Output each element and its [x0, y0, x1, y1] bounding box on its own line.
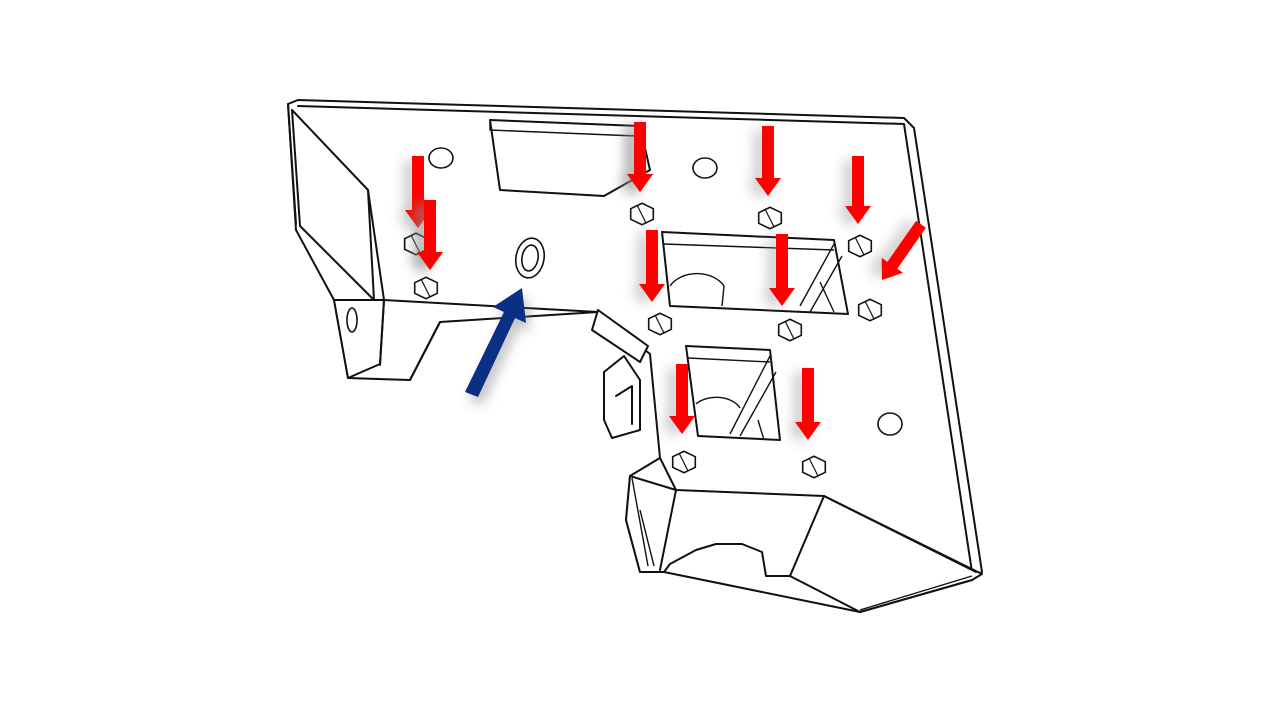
hex-nut-icon	[671, 450, 697, 474]
hex-nuts	[403, 202, 883, 479]
red-arrow-icon	[787, 368, 821, 444]
lower-side-tab	[603, 355, 641, 439]
round-hole	[428, 147, 454, 169]
red-arrow-icon	[761, 234, 795, 310]
red-arrow-icon	[872, 219, 926, 280]
hex-nut-icon	[857, 298, 883, 322]
red-arrow-icon	[631, 230, 665, 306]
rib	[591, 309, 649, 363]
hex-nut-icon	[629, 202, 655, 226]
round-hole	[877, 412, 903, 436]
round-hole	[692, 157, 718, 179]
red-arrows	[397, 122, 926, 444]
lower-window	[685, 345, 781, 441]
hex-nut-icon	[777, 318, 803, 342]
cutouts	[428, 119, 903, 441]
hex-nut-icon	[757, 206, 783, 230]
red-arrow-icon	[837, 156, 871, 228]
red-arrow-icon	[409, 200, 443, 274]
blue-arrow-icon	[465, 288, 530, 405]
plate-body	[287, 99, 983, 613]
red-arrow-icon	[661, 364, 695, 438]
hex-nut-icon	[847, 234, 873, 258]
red-arrow-icon	[619, 122, 653, 196]
hex-nut-icon	[413, 276, 439, 300]
red-arrow-icon	[747, 126, 781, 200]
left-tab	[333, 299, 385, 379]
hex-nut-icon	[647, 312, 673, 336]
hex-nut-icon	[801, 455, 827, 479]
